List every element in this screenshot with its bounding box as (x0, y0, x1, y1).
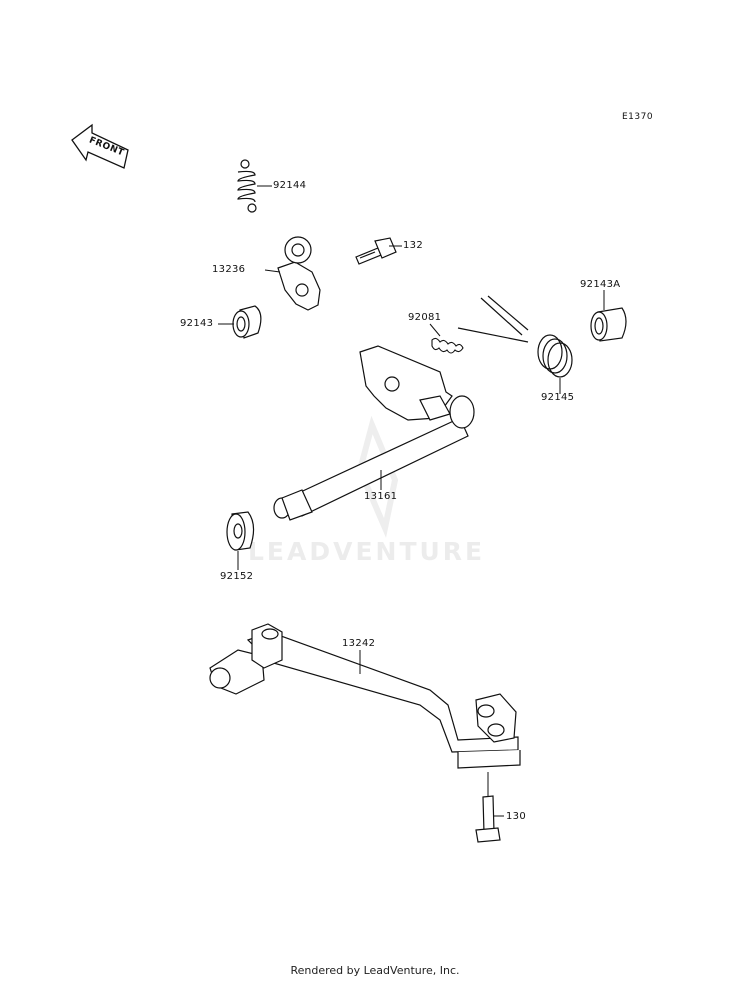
part-label-92081[interactable]: 92081 (408, 312, 442, 323)
leader-lines (218, 185, 605, 817)
washer-92152-icon[interactable] (226, 511, 255, 551)
torsion-spring-92145-icon[interactable] (457, 295, 573, 378)
spring-92081-icon[interactable] (431, 337, 464, 354)
collar-92143-icon[interactable] (232, 305, 262, 339)
part-label-92143A[interactable]: 92143A (580, 279, 621, 290)
shift-plate-13236-icon[interactable] (277, 236, 321, 311)
part-label-92152[interactable]: 92152 (220, 571, 254, 582)
shift-shaft-13161-icon[interactable] (273, 345, 475, 521)
shift-lever-13242-icon[interactable] (209, 623, 521, 769)
part-label-92143[interactable]: 92143 (180, 318, 214, 329)
bolt-132-icon[interactable] (355, 237, 397, 265)
part-label-130[interactable]: 130 (506, 811, 526, 822)
footer-credit: Rendered by LeadVenture, Inc. (290, 964, 460, 977)
part-label-132[interactable]: 132 (403, 240, 423, 251)
part-label-13161[interactable]: 13161 (364, 491, 398, 502)
diagram-code: E1370 (622, 112, 654, 122)
watermark-text: LEADVENTURE (248, 537, 486, 566)
bolt-130-icon[interactable] (475, 795, 501, 843)
spring-92144-icon[interactable] (237, 159, 257, 213)
front-arrow-icon (71, 123, 129, 169)
part-label-13242[interactable]: 13242 (342, 638, 376, 649)
part-label-92145[interactable]: 92145 (541, 392, 575, 403)
part-label-13236[interactable]: 13236 (212, 264, 246, 275)
part-label-92144[interactable]: 92144 (273, 180, 307, 191)
collar-92143A-icon[interactable] (590, 307, 627, 342)
